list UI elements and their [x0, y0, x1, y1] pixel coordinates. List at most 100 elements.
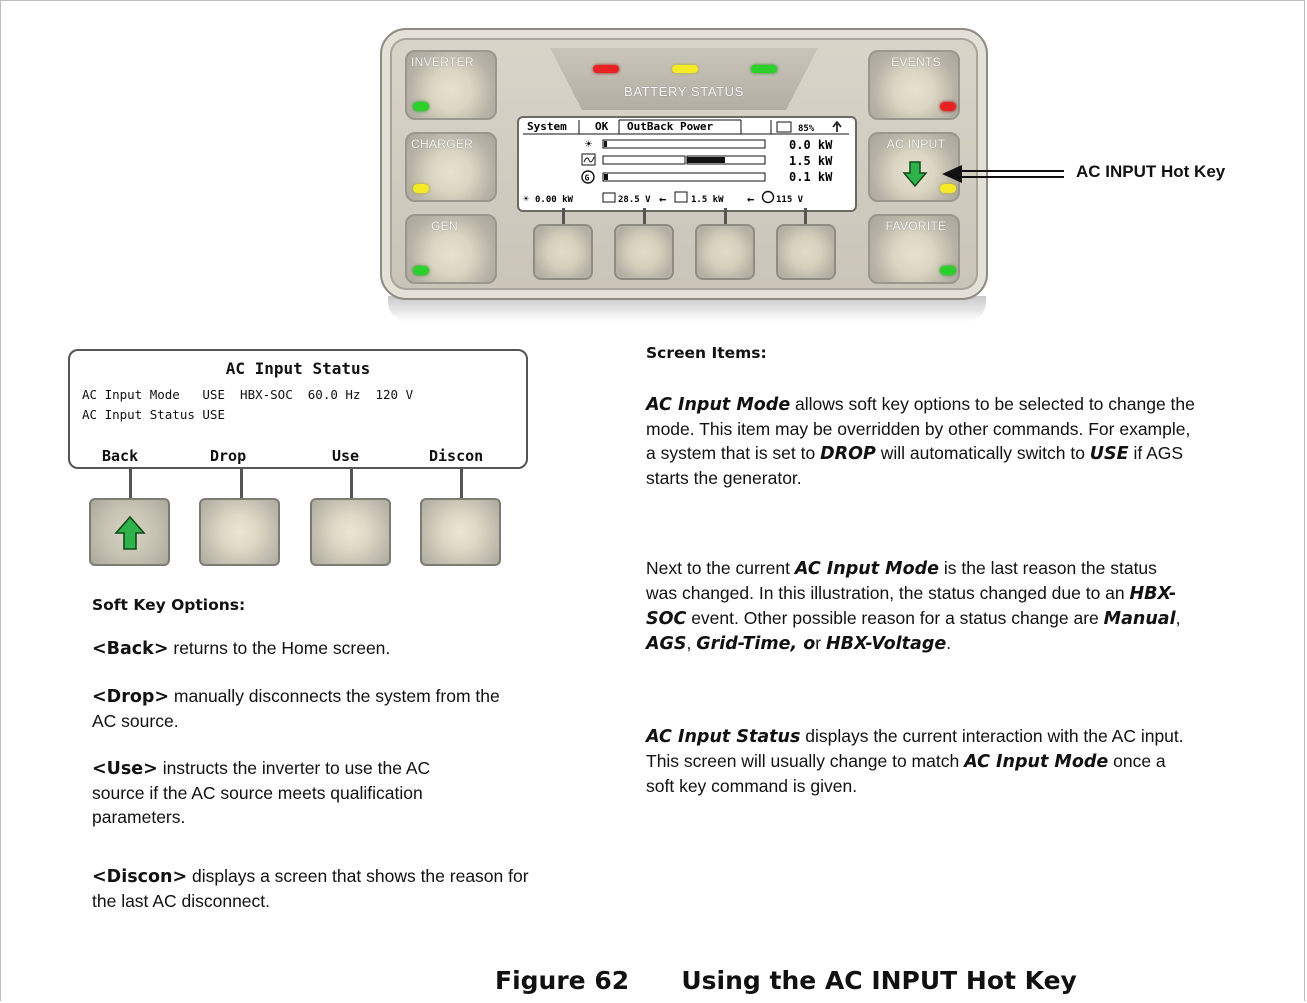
footer-gen-icon — [761, 190, 775, 204]
lcd-footer-grid: 1.5 kW — [691, 195, 724, 205]
term: AC Input Mode — [964, 752, 1109, 772]
text: . — [946, 633, 952, 653]
text: event. Other possible reason for a statu… — [686, 608, 1104, 628]
screen-items-p1: AC Input Mode allows soft key options to… — [646, 392, 1196, 490]
text: will automatically switch to — [875, 443, 1090, 463]
battery-status-label: BATTERY STATUS — [624, 84, 744, 99]
events-hot-key[interactable]: EVENTS — [868, 50, 960, 120]
device-shadow — [388, 296, 986, 322]
device-soft-key-4[interactable] — [776, 224, 836, 280]
figure-caption: Figure 62 Using the AC INPUT Hot Key — [495, 966, 1077, 995]
events-key-label: EVENTS — [891, 55, 941, 69]
lcd-row-gen: 0.1 kW — [789, 170, 833, 184]
key-desc: instructs the inverter to use the AC sou… — [92, 758, 431, 827]
device-soft-key-3[interactable] — [695, 224, 755, 280]
solar-bar-fill — [604, 141, 607, 147]
lcd-footer-solar: 0.00 kW — [535, 195, 574, 205]
charger-led — [413, 184, 429, 193]
favorite-hot-key[interactable]: FAVORITE — [868, 214, 960, 284]
soft-key-stem — [350, 467, 353, 499]
footer-sun-icon: ☀ — [523, 194, 529, 205]
soft-key-drop-desc: <Drop> manually disconnects the system f… — [92, 684, 522, 733]
soft-key-back-desc: <Back> returns to the Home screen. — [92, 636, 532, 661]
lcd-tab-system: System — [527, 120, 567, 133]
term: AC Input Mode — [794, 559, 940, 579]
device-soft-key-stem — [804, 208, 807, 228]
use-soft-key[interactable] — [310, 498, 391, 566]
screen-items-heading: Screen Items: — [646, 344, 767, 362]
screen-status-line: AC Input Status USE — [82, 407, 225, 422]
lcd-footer-gen: 115 V — [776, 195, 804, 205]
term: AC Input Status — [646, 727, 801, 747]
soft-key-use-desc: <Use> instructs the inverter to use the … — [92, 756, 482, 829]
text: once a soft key command is given. — [646, 751, 1166, 796]
key-name: <Back> — [92, 639, 169, 659]
key-desc: returns to the Home screen. — [168, 638, 391, 658]
footer-battery-icon — [602, 192, 616, 203]
lcd-tab-ok: OK — [595, 120, 609, 133]
lcd-row-solar: 0.0 kW — [789, 138, 833, 152]
key-name: <Use> — [92, 759, 158, 779]
inverter-key-label: INVERTER — [411, 55, 474, 69]
ac-input-led — [940, 184, 956, 193]
lcd-battery-pct: 85% — [798, 124, 815, 134]
favorite-key-label: FAVORITE — [885, 219, 947, 233]
text: allows soft key options to be selected t… — [646, 394, 1195, 463]
battery-led-green — [751, 65, 777, 73]
ac-input-status-screen: AC Input Status AC Input Mode USE HBX-SO… — [68, 349, 528, 469]
device-soft-key-1[interactable] — [533, 224, 593, 280]
screen-mode-line: AC Input Mode USE HBX-SOC 60.0 Hz 120 V — [82, 387, 414, 402]
gen-led — [413, 266, 429, 275]
inverter-led — [413, 102, 429, 111]
screen-key-back: Back — [102, 447, 139, 465]
arrow-down-icon — [902, 161, 928, 188]
events-led — [940, 102, 956, 111]
back-soft-key[interactable] — [89, 498, 170, 566]
ac-input-hot-key[interactable]: AC INPUT — [868, 132, 960, 202]
lcd-footer-battery: 28.5 V — [618, 195, 651, 205]
screen-title: AC Input Status — [225, 359, 371, 378]
text: if AGS starts the generator. — [646, 443, 1184, 488]
battery-led-red — [593, 65, 619, 73]
soft-key-stem — [460, 467, 463, 499]
generator-glyph: G — [585, 174, 590, 183]
term: Manual — [1103, 609, 1176, 629]
screen-items-p3: AC Input Status displays the current int… — [646, 724, 1191, 798]
ac-bar-left — [602, 155, 686, 165]
screen-items-p2: Next to the current AC Input Mode is the… — [646, 556, 1191, 656]
device-soft-key-stem — [724, 208, 727, 228]
term: HBX-Voltage — [825, 634, 947, 654]
term: DROP — [820, 444, 876, 464]
ac-wave-glyph — [583, 156, 595, 163]
callout-label: AC INPUT Hot Key — [1076, 162, 1226, 181]
sun-icon: ☀ — [585, 137, 593, 151]
device-soft-key-stem — [562, 208, 565, 228]
drop-soft-key[interactable] — [199, 498, 280, 566]
key-name: <Drop> — [92, 687, 170, 707]
gen-hot-key[interactable]: GEN — [405, 214, 497, 284]
lcd-row-ac: 1.5 kW — [789, 154, 833, 168]
up-arrow-icon — [832, 120, 842, 132]
key-name: <Discon> — [92, 867, 188, 887]
discon-soft-key[interactable] — [420, 498, 501, 566]
device-soft-key-2[interactable] — [614, 224, 674, 280]
text: r — [815, 633, 826, 653]
footer-ac-icon — [674, 191, 688, 203]
text: displays the current interaction with th… — [646, 726, 1184, 771]
inverter-hot-key[interactable]: INVERTER — [405, 50, 497, 120]
key-desc: manually disconnects the system from the… — [92, 686, 500, 731]
device-lcd: System OK OutBack Power 85% ☀ 0.0 kW 1.5… — [517, 116, 857, 212]
charger-hot-key[interactable]: CHARGER — [405, 132, 497, 202]
screen-key-use: Use — [332, 447, 360, 465]
callout-arrow — [942, 165, 1064, 183]
term: USE — [1089, 444, 1129, 464]
term: AGS — [646, 634, 687, 654]
battery-status-panel — [550, 48, 818, 110]
lcd-tab-brand: OutBack Power — [627, 120, 713, 133]
gen-bar-fill — [604, 174, 608, 180]
term: Grid-Time, o — [696, 634, 816, 654]
footer-arrow-left-icon: ← — [659, 192, 666, 206]
ac-input-key-label: AC INPUT — [886, 137, 946, 151]
soft-key-stem — [129, 467, 132, 499]
